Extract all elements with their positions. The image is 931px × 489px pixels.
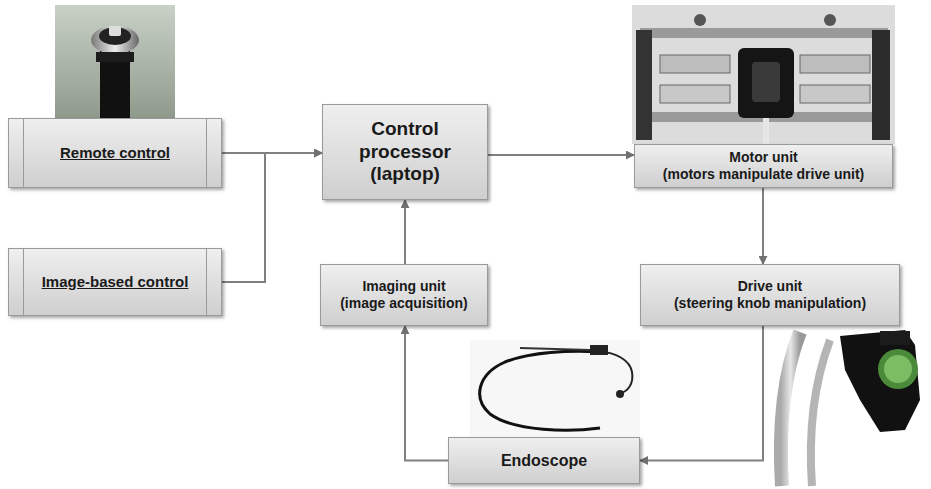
box-label: (image acquisition) <box>340 295 468 312</box>
box-label: Drive unit <box>738 278 803 295</box>
process-box: Motor unit(motors manipulate drive unit) <box>634 144 893 188</box>
flow-arrow <box>762 188 764 264</box>
side-bar <box>206 119 207 187</box>
remote-control-photo <box>55 5 175 118</box>
flow-arrow <box>404 200 406 264</box>
box-label: Remote control <box>60 144 170 162</box>
box-label: Control processor (laptop) <box>340 118 470 186</box>
flow-arrow <box>488 154 634 156</box>
side-bar <box>206 249 207 315</box>
box-label: Endoscope <box>501 451 587 470</box>
side-bar <box>23 119 24 187</box>
motor-unit-photo <box>632 5 895 144</box>
endoscope-photo <box>470 340 640 437</box>
processor-box: Control processor (laptop) <box>322 104 488 200</box>
input-box: Image-based control <box>8 248 222 316</box>
box-label: Image-based control <box>42 273 189 291</box>
flow-arrow <box>222 153 322 282</box>
side-bar <box>23 249 24 315</box>
process-box: Imaging unit(image acquisition) <box>320 264 488 326</box>
box-label: (steering knob manipulation) <box>674 295 866 312</box>
input-box: Remote control <box>8 118 222 188</box>
process-box: Endoscope <box>448 437 640 484</box>
box-label: (motors manipulate drive unit) <box>663 166 864 183</box>
box-label: Motor unit <box>729 149 797 166</box>
process-box: Drive unit(steering knob manipulation) <box>640 264 900 326</box>
flow-arrow <box>640 326 763 461</box>
flow-arrow <box>405 326 448 461</box>
drive-handle-photo <box>781 330 920 486</box>
box-label: Imaging unit <box>362 278 445 295</box>
